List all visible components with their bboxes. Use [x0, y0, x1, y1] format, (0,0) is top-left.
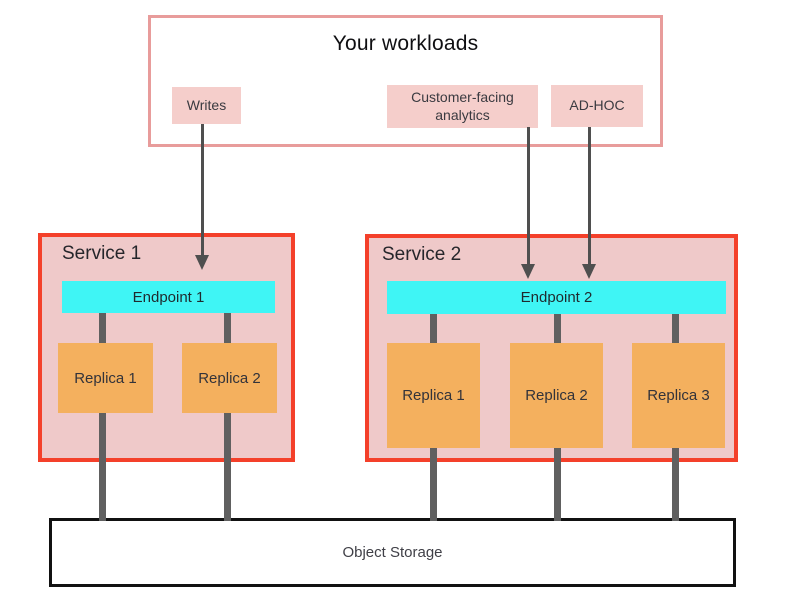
connector-s1-endpoint-replica1 — [99, 311, 106, 344]
connector-s2-replica1-storage — [430, 447, 437, 521]
service-1-title: Service 1 — [62, 243, 142, 264]
arrow-writes-head-icon — [195, 255, 209, 270]
service-2-replica-1: Replica 1 — [387, 343, 480, 448]
arrow-customer-facing-line — [527, 127, 530, 265]
arrow-adhoc-head-icon — [582, 264, 596, 279]
arrow-customer-facing-head-icon — [521, 264, 535, 279]
connector-s2-replica3-storage — [672, 447, 679, 521]
workload-chip-customer-facing-analytics: Customer-facing analytics — [387, 85, 538, 128]
connector-s1-replica2-storage — [224, 412, 231, 521]
service-2-replica-2: Replica 2 — [510, 343, 603, 448]
connector-s1-replica1-storage — [99, 412, 106, 521]
service-2-title: Service 2 — [382, 244, 462, 265]
service-1-replica-2: Replica 2 — [182, 343, 277, 413]
workload-chip-writes: Writes — [172, 87, 241, 124]
workloads-title: Your workloads — [332, 32, 479, 55]
connector-s2-endpoint-replica3 — [672, 312, 679, 344]
arrow-adhoc-line — [588, 127, 591, 265]
service-2-replica-3: Replica 3 — [632, 343, 725, 448]
workload-chip-ad-hoc: AD-HOC — [551, 85, 643, 127]
connector-s1-endpoint-replica2 — [224, 311, 231, 344]
connector-s2-endpoint-replica2 — [554, 312, 561, 344]
connector-s2-replica2-storage — [554, 447, 561, 521]
service-1-endpoint: Endpoint 1 — [62, 281, 275, 313]
connector-s2-endpoint-replica1 — [430, 312, 437, 344]
object-storage-box: Object Storage — [49, 518, 736, 587]
service-1-replica-1: Replica 1 — [58, 343, 153, 413]
service-2-endpoint: Endpoint 2 — [387, 281, 726, 314]
arrow-writes-line — [201, 124, 204, 256]
